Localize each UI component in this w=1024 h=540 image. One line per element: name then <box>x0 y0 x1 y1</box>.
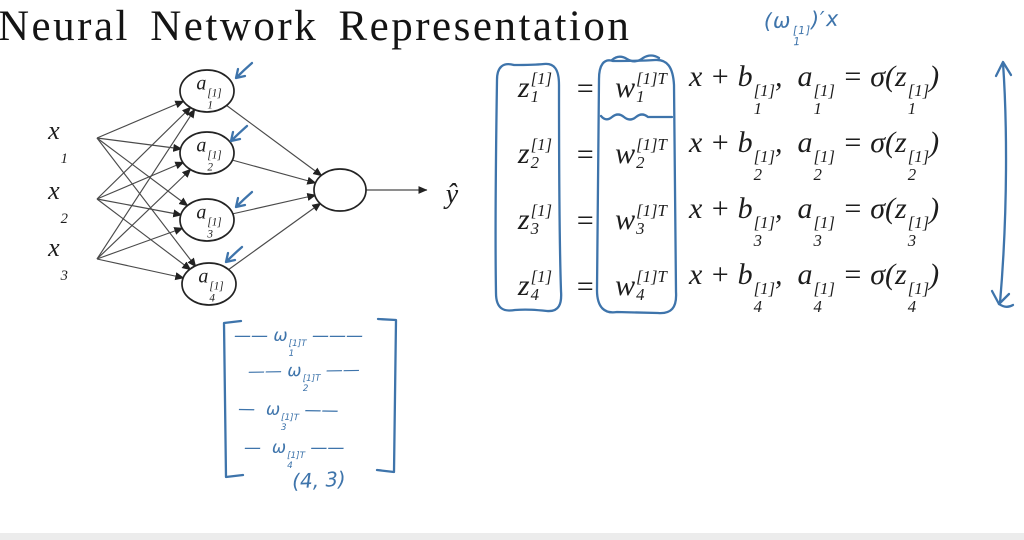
equals-sign: = <box>574 138 596 171</box>
equals-sign: = <box>574 72 596 105</box>
hidden-node-1-label: a[1]1 <box>196 72 222 111</box>
matrix-right-bracket-ink <box>375 317 398 474</box>
z4-term: z[1]4 <box>517 267 553 304</box>
input-x3-label: x​3 <box>48 233 68 285</box>
vertical-double-arrow-ink <box>990 60 1015 308</box>
check-arrow-icon <box>224 245 244 264</box>
equation-rhs: x + b[1]4, a[1]4 = σ(z[1]4) <box>689 257 940 316</box>
z1-term: z[1]1 <box>517 69 553 106</box>
hidden-to-output-edges <box>225 104 323 271</box>
z3-term: z[1]3 <box>517 201 553 238</box>
matrix-dimension-label: (4, 3) <box>291 466 347 494</box>
input-x2-label: x​2 <box>48 176 68 228</box>
check-arrow-icon <box>229 124 249 143</box>
equation-rhs: x + b[1]3, a[1]3 = σ(z[1]3) <box>689 191 940 250</box>
equation-rhs: x + b[1]2, a[1]2 = σ(z[1]2) <box>689 125 940 184</box>
bottom-divider-band <box>0 533 1024 540</box>
z2-term: z[1]2 <box>517 135 553 172</box>
input-to-hidden-edges <box>96 100 197 281</box>
output-node <box>313 168 367 212</box>
output-yhat-label: ŷ <box>445 179 459 210</box>
check-arrow-icon <box>234 190 254 209</box>
input-x1-label: x​1 <box>48 116 68 168</box>
check-arrow-icon <box>234 61 254 80</box>
equation-rhs: x + b[1]1, a[1]1 = σ(z[1]1) <box>689 59 940 118</box>
hidden-node-4-label: a[1]4 <box>198 265 224 304</box>
equals-sign: = <box>574 270 596 303</box>
hidden-node-2-label: a[1]2 <box>196 134 222 173</box>
wT-x-handwritten-annotation: (ω[1]1)′x <box>763 6 840 49</box>
hidden-node-3-label: a[1]3 <box>196 201 222 240</box>
equals-sign: = <box>574 204 596 237</box>
page-title: Neural Network Representation <box>0 3 632 50</box>
